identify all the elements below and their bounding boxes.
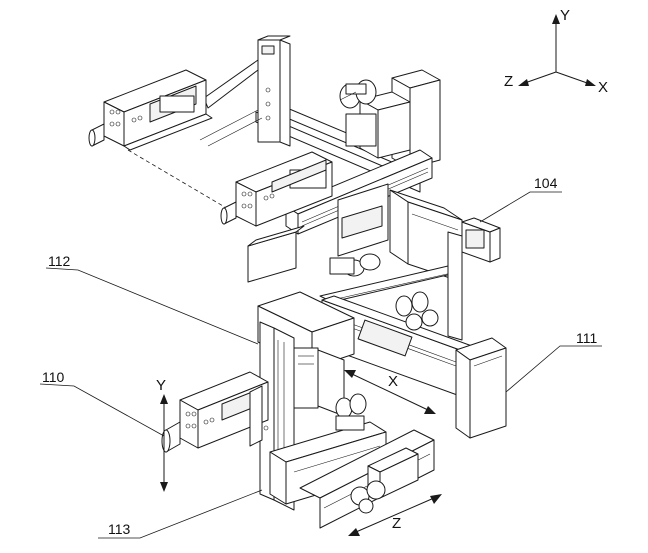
upper-cylinder-rear (88, 69, 213, 151)
motion-x-label: X (388, 373, 398, 390)
motor-housing-111 (321, 291, 507, 439)
reference-112: 112 (45, 253, 259, 345)
label-111: 111 (576, 330, 597, 346)
reference-111: 111 (505, 330, 602, 393)
reference-110: 110 (39, 369, 165, 437)
cylinder-110 (161, 371, 269, 453)
front-frame-112 (257, 291, 387, 511)
motion-y-label: Y (156, 377, 166, 394)
motion-arrow-x: X (344, 370, 436, 414)
motion-arrow-z: Z (348, 494, 442, 536)
projection-line (127, 149, 241, 217)
motion-arrow-y: Y (156, 377, 168, 492)
central-frame-104 (247, 183, 501, 341)
triad-z-label: Z (504, 73, 513, 90)
label-112: 112 (48, 253, 71, 269)
triad-x-label: X (598, 79, 608, 96)
label-113: 113 (108, 521, 131, 537)
motion-z-label: Z (392, 515, 401, 532)
coordinate-triad: Y Z X (504, 7, 608, 96)
reference-104: 104 (479, 175, 562, 223)
label-104: 104 (534, 175, 558, 191)
upper-motor-assembly (339, 69, 441, 169)
label-110: 110 (42, 369, 65, 385)
lower-rail-113 (299, 393, 435, 529)
reference-113: 113 (98, 489, 263, 539)
triad-y-label: Y (560, 7, 570, 24)
